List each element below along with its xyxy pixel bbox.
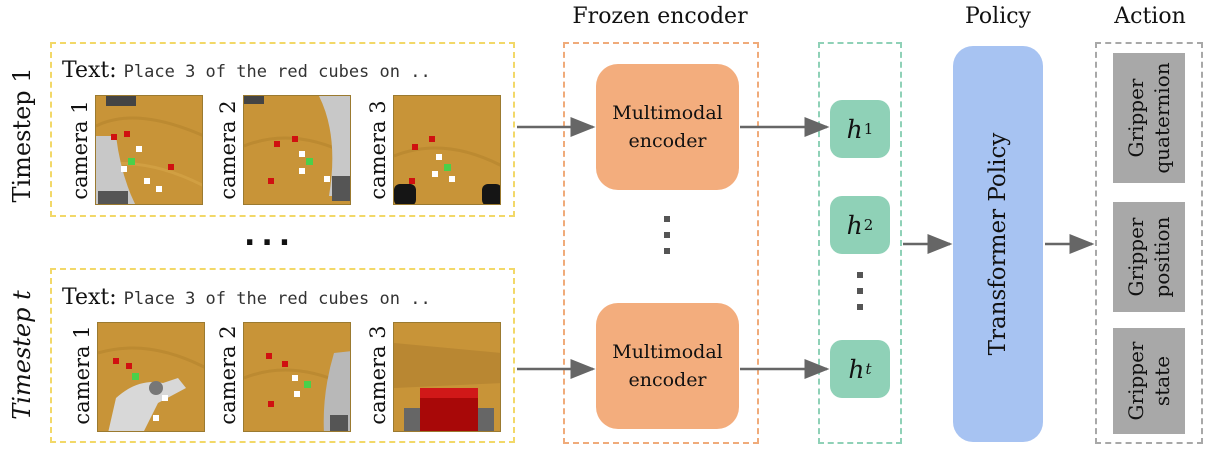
hidden-state-subscript: t [865,360,872,378]
timestep-1-text: Text: Place 3 of the red cubes on .. [62,58,431,83]
hidden-state-subscript: 1 [863,120,874,138]
multimodal-encoder-bottom: Multimodal encoder [596,303,739,429]
hidden-state-symbol: h [846,114,863,144]
encoder-vertical-ellipsis [664,216,670,264]
camera-image [243,322,351,432]
action-gripper-position [1113,202,1185,312]
text-prefix: Text: [62,285,117,310]
frozen-encoder-box [563,42,759,444]
instruction-text: Place 3 of the red cubes on .. [123,289,431,309]
timestep-t-text: Text: Place 3 of the red cubes on .. [62,285,431,310]
hidden-vertical-ellipsis [857,272,863,320]
hidden-state-symbol: h [846,210,863,240]
camera-image [243,95,351,205]
frozen-encoder-header: Frozen encoder [572,4,748,29]
instruction-text: Place 3 of the red cubes on .. [123,62,431,82]
action-gripper-quaternion [1113,53,1185,183]
hidden-state-subscript: 2 [863,216,874,234]
action-header: Action [1114,4,1186,29]
timestep-t-box [50,268,515,443]
timestep-ellipsis: ... [244,218,297,253]
text-prefix: Text: [62,58,117,83]
camera-image [393,322,501,432]
hidden-state-symbol: h [848,354,865,384]
transformer-policy-box [953,46,1043,442]
action-gripper-state [1113,328,1185,434]
timestep-1-box [50,42,515,217]
camera-image [95,95,203,205]
hidden-states-box [818,42,902,444]
multimodal-encoder-top: Multimodal encoder [596,64,739,190]
camera-image [393,95,501,205]
camera-image [97,322,205,432]
policy-header: Policy [965,4,1031,29]
action-box [1095,42,1203,444]
